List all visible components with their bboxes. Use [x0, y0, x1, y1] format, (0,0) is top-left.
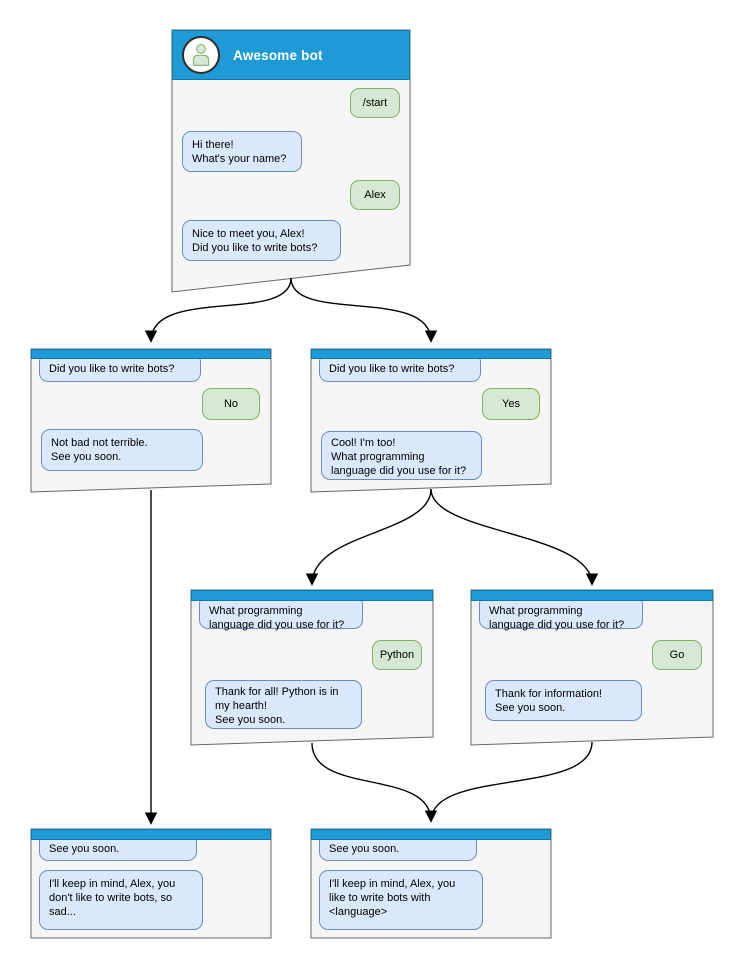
edge-main-to-no: [144, 277, 292, 343]
user-message: Yes: [482, 388, 540, 420]
bot-message: Nice to meet you, Alex! Did you like to …: [182, 220, 341, 261]
bot-message: Cool! I'm too! What programming language…: [321, 431, 482, 480]
bot-message: See you soon.: [39, 833, 197, 861]
bot-message: I'll keep in mind, Alex, you like to wri…: [319, 870, 483, 930]
window-title: Awesome bot: [233, 47, 323, 63]
edge-yes-to-python: [305, 488, 432, 586]
user-icon: [192, 43, 210, 66]
titlebar-branch-go: [471, 590, 713, 601]
avatar: [182, 36, 220, 74]
bot-message: Thank for information! See you soon.: [485, 680, 642, 721]
edge-go-to-end-yes: [430, 741, 593, 822]
user-message: Alex: [350, 180, 400, 210]
titlebar-end-no: [31, 829, 271, 840]
titlebar-branch-yes: [311, 349, 551, 359]
titlebar-end-yes: [311, 829, 551, 840]
user-message: /start: [350, 88, 400, 118]
edge-main-to-yes: [290, 277, 438, 343]
bot-message: Not bad not terrible. See you soon.: [41, 429, 203, 471]
titlebar-branch-no: [31, 349, 271, 359]
edge-yes-to-go: [430, 488, 599, 586]
bot-message: I'll keep in mind, Alex, you don't like …: [39, 870, 203, 930]
user-message: Python: [372, 640, 422, 670]
user-message: No: [202, 388, 260, 420]
titlebar-branch-python: [191, 590, 433, 601]
user-message: Go: [652, 640, 702, 670]
bot-message: Hi there! What's your name?: [182, 131, 302, 172]
edge-python-to-end-yes: [311, 742, 438, 823]
main-window-header: Awesome bot: [172, 30, 410, 80]
bot-message: Thank for all! Python is in my hearth! S…: [205, 680, 362, 729]
